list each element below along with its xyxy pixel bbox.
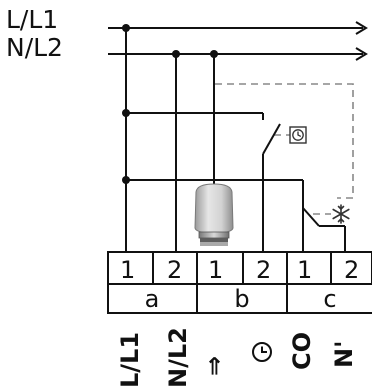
neutral-label: N/L2 bbox=[6, 33, 63, 62]
junction-dot bbox=[210, 50, 218, 58]
bottom-labels: L/L1 N/L2 ⇒ CO N' bbox=[116, 327, 358, 388]
frost-switch-blade bbox=[302, 207, 320, 227]
bottom-label-l1: L/L1 bbox=[116, 332, 144, 388]
terminal-b1: 1 bbox=[208, 256, 223, 284]
vertical-wires bbox=[125, 28, 346, 252]
junction-dot bbox=[172, 50, 180, 58]
line-label: L/L1 bbox=[6, 5, 58, 34]
junction-dot bbox=[122, 109, 130, 117]
terminal-a2: 2 bbox=[167, 256, 182, 284]
bus-arrow-l2 bbox=[355, 47, 368, 61]
bottom-label-actuator: ⇒ bbox=[200, 356, 228, 376]
bottom-label-co: CO bbox=[288, 332, 316, 370]
bottom-clock-icon bbox=[252, 342, 272, 362]
group-label-a: a bbox=[145, 285, 160, 313]
terminal-c1: 1 bbox=[297, 256, 312, 284]
junction-dots bbox=[122, 24, 218, 184]
bus-arrow-l1 bbox=[355, 21, 368, 35]
timer-switch-blade bbox=[262, 123, 281, 155]
group-label-b: b bbox=[234, 285, 249, 313]
clock-icon bbox=[289, 126, 307, 144]
terminal-block-lower bbox=[107, 284, 372, 314]
bottom-label-n2: N/L2 bbox=[164, 327, 192, 388]
timer-switch bbox=[262, 113, 281, 155]
control-line bbox=[215, 83, 354, 199]
terminal-b2: 2 bbox=[256, 256, 271, 284]
snowflake-icon bbox=[332, 204, 350, 224]
frost-switch bbox=[302, 180, 320, 227]
terminal-c2: 2 bbox=[344, 256, 359, 284]
group-label-c: c bbox=[323, 285, 336, 313]
junction-dot bbox=[122, 24, 130, 32]
bottom-label-n-prime: N' bbox=[330, 341, 358, 368]
terminal-a1: 1 bbox=[120, 256, 135, 284]
terminal-block: 1 2 1 2 1 2 a b c bbox=[107, 251, 372, 314]
bus-lines bbox=[108, 21, 368, 61]
thermal-actuator-icon bbox=[194, 183, 234, 246]
junction-dot bbox=[122, 176, 130, 184]
